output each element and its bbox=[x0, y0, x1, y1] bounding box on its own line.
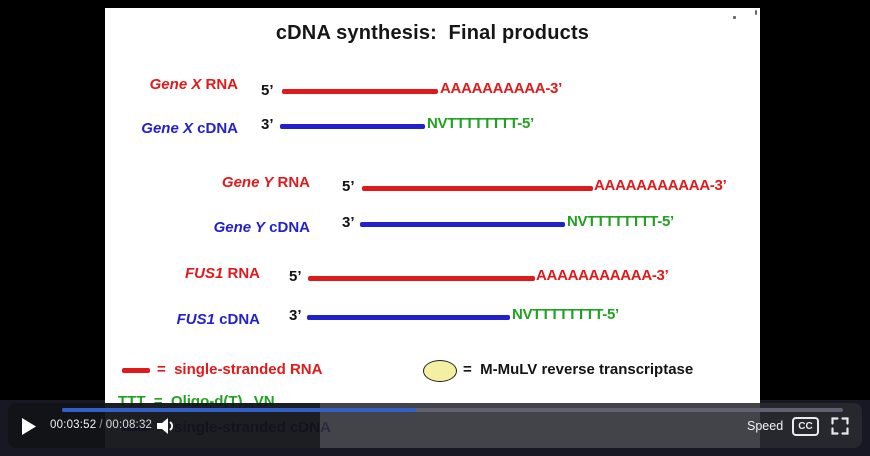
cdna-strand-line bbox=[280, 124, 425, 129]
current-time: 00:03:52 bbox=[50, 419, 97, 431]
oligo-dt-sequence: NVTTTTTTTT-5’ bbox=[512, 306, 619, 323]
time-display: 00:03:52/00:08:32 bbox=[50, 419, 152, 431]
five-prime-label: 5’ bbox=[261, 82, 274, 99]
five-prime-label: 5’ bbox=[289, 268, 302, 285]
fullscreen-button[interactable] bbox=[830, 416, 850, 436]
player-control-bar: 00:03:52/00:08:32 Speed CC bbox=[8, 403, 862, 448]
closed-captions-button[interactable]: CC bbox=[792, 417, 819, 436]
gene-y-rna-label: Gene Y RNA bbox=[105, 174, 310, 191]
rna-strand-line bbox=[308, 276, 535, 281]
molecule-type: RNA bbox=[223, 265, 260, 282]
polya-sequence: AAAAAAAAAAA-3’ bbox=[536, 267, 669, 284]
five-prime-label: 5’ bbox=[342, 178, 355, 195]
gene-x-cdna-label: Gene X cDNA bbox=[105, 120, 238, 137]
progress-fill bbox=[62, 408, 416, 412]
molecule-type: cDNA bbox=[192, 120, 238, 137]
rna-legend-dash bbox=[122, 368, 150, 373]
fus1-rna-label: FUS1 RNA bbox=[105, 265, 260, 282]
enzyme-ellipse-icon bbox=[423, 360, 457, 382]
duration: 00:08:32 bbox=[105, 419, 153, 431]
gene-name: Gene X bbox=[149, 76, 202, 93]
three-prime-label: 3’ bbox=[289, 307, 302, 324]
volume-button[interactable] bbox=[154, 415, 178, 437]
molecule-type: cDNA bbox=[214, 311, 260, 328]
slide: cDNA synthesis: Final products Gene X RN… bbox=[105, 8, 760, 448]
time-separator: / bbox=[99, 419, 103, 431]
gene-name: FUS1 bbox=[184, 265, 224, 282]
oligo-dt-sequence: NVTTTTTTTT-5’ bbox=[427, 115, 534, 132]
gene-name: FUS1 bbox=[176, 311, 215, 328]
rna-strand-line bbox=[282, 89, 438, 94]
gene-name: Gene X bbox=[141, 120, 193, 137]
volume-icon bbox=[157, 418, 174, 434]
rna-legend-text: = single-stranded RNA bbox=[157, 361, 323, 378]
rna-strand-line bbox=[362, 186, 593, 191]
fullscreen-icon bbox=[831, 417, 849, 435]
gene-x-rna-label: Gene X RNA bbox=[105, 76, 238, 93]
speed-button[interactable]: Speed bbox=[747, 419, 784, 433]
gene-y-cdna-label: Gene Y cDNA bbox=[105, 219, 310, 236]
enzyme-legend-text: = M-MuLV reverse transcriptase bbox=[463, 361, 694, 378]
three-prime-label: 3’ bbox=[342, 214, 355, 231]
molecule-type: RNA bbox=[273, 174, 310, 191]
cdna-strand-line bbox=[307, 315, 510, 320]
polya-sequence: AAAAAAAAAA-3’ bbox=[440, 80, 562, 97]
seek-bar[interactable] bbox=[62, 408, 843, 412]
play-button[interactable] bbox=[21, 418, 37, 435]
gene-name: Gene Y bbox=[221, 174, 274, 191]
fus1-cdna-label: FUS1 cDNA bbox=[105, 311, 260, 328]
cdna-strand-line bbox=[360, 222, 565, 227]
gene-name: Gene Y bbox=[213, 219, 265, 236]
three-prime-label: 3’ bbox=[261, 116, 274, 133]
play-icon bbox=[22, 418, 36, 435]
cc-icon: CC bbox=[798, 421, 813, 432]
molecule-type: RNA bbox=[201, 76, 238, 93]
artifact-speck bbox=[733, 16, 736, 19]
molecule-type: cDNA bbox=[264, 219, 310, 236]
oligo-dt-sequence: NVTTTTTTTT-5’ bbox=[567, 213, 674, 230]
polya-sequence: AAAAAAAAAAA-3’ bbox=[594, 177, 727, 194]
artifact-speck bbox=[755, 10, 757, 15]
slide-title: cDNA synthesis: Final products bbox=[275, 22, 590, 44]
